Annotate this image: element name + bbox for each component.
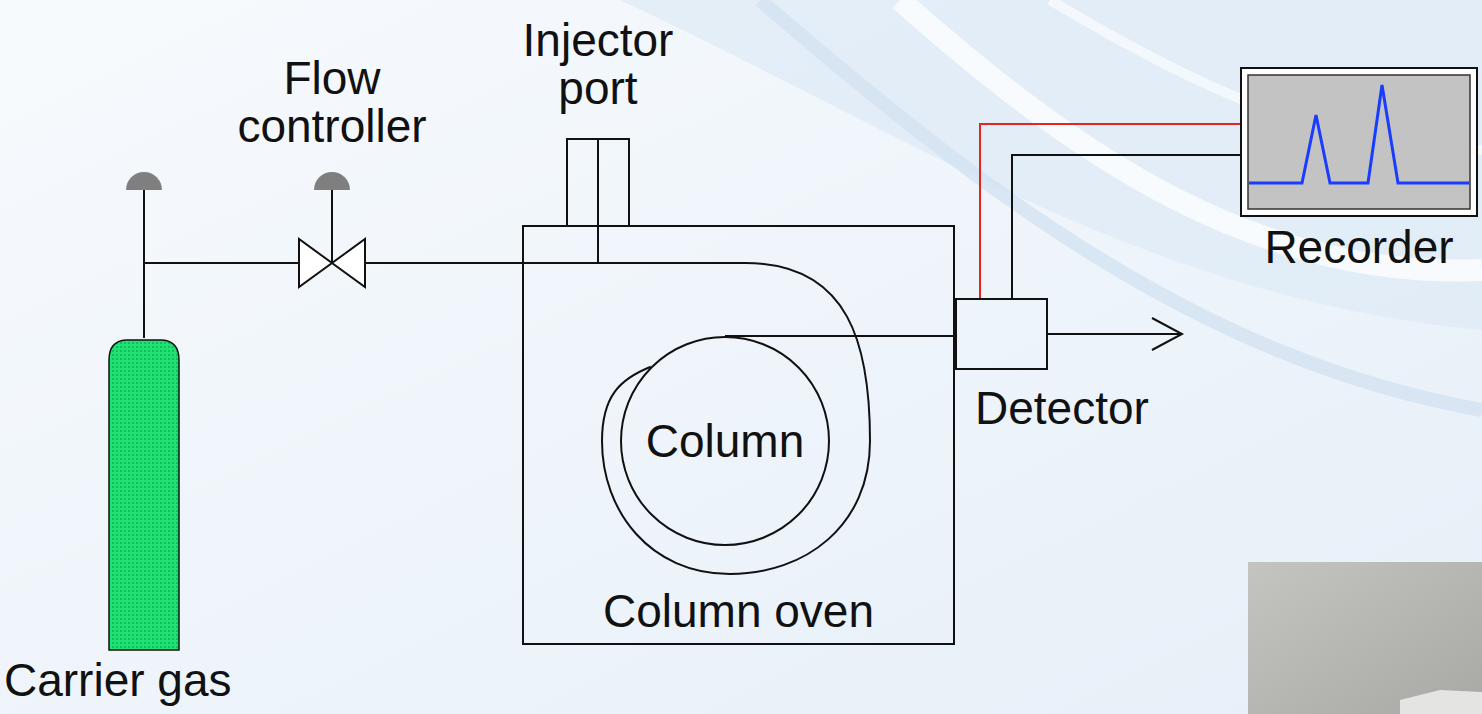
instrument-photo <box>1400 690 1482 714</box>
instrument-photo <box>1248 562 1482 714</box>
swoosh <box>900 0 1482 271</box>
node-label: Column <box>646 417 805 465</box>
valve-symbol <box>299 239 365 287</box>
outlet-arrowhead <box>1152 318 1182 350</box>
valve-symbol <box>298 238 366 288</box>
node-label: Carrier gas <box>4 656 232 704</box>
node-label: Column oven <box>603 587 874 635</box>
swoosh <box>760 0 1482 410</box>
column-oven: Column oven Column <box>522 225 955 645</box>
node-label: Detector <box>975 384 1149 432</box>
connector-line <box>598 225 870 574</box>
node-label: Recorder <box>1264 223 1453 271</box>
outlet-line <box>1048 333 1181 335</box>
valve-knob <box>126 172 162 190</box>
connector-line <box>144 263 298 338</box>
recorder-screen <box>1240 67 1478 217</box>
injector-port: Injector port <box>566 138 630 225</box>
recorder-panel <box>1248 75 1470 209</box>
cylinder-body <box>109 340 179 650</box>
chromatogram-trace <box>1249 85 1469 183</box>
connector-line <box>980 124 1240 298</box>
injector-septum <box>568 140 628 225</box>
detector-box: Detector <box>955 298 1048 370</box>
node-label: Flow controller <box>217 54 447 150</box>
connector-line <box>366 225 598 263</box>
valve-stem <box>331 190 333 263</box>
injector-needle-line <box>597 140 599 225</box>
valve-knob <box>314 172 350 190</box>
recorder-box: Recorder <box>1240 67 1478 217</box>
column-coil: Column <box>620 336 830 546</box>
gas-cylinder: Carrier gas <box>108 338 180 650</box>
cylinder-shape <box>108 338 180 650</box>
node-label: Injector port <box>483 16 713 112</box>
connector-line <box>725 335 955 337</box>
flow-valve: Flow controller <box>298 238 366 288</box>
valve-stem <box>143 190 145 263</box>
swoosh <box>620 0 1482 330</box>
connector-line <box>1012 155 1240 298</box>
recorder-frame <box>1241 68 1477 216</box>
